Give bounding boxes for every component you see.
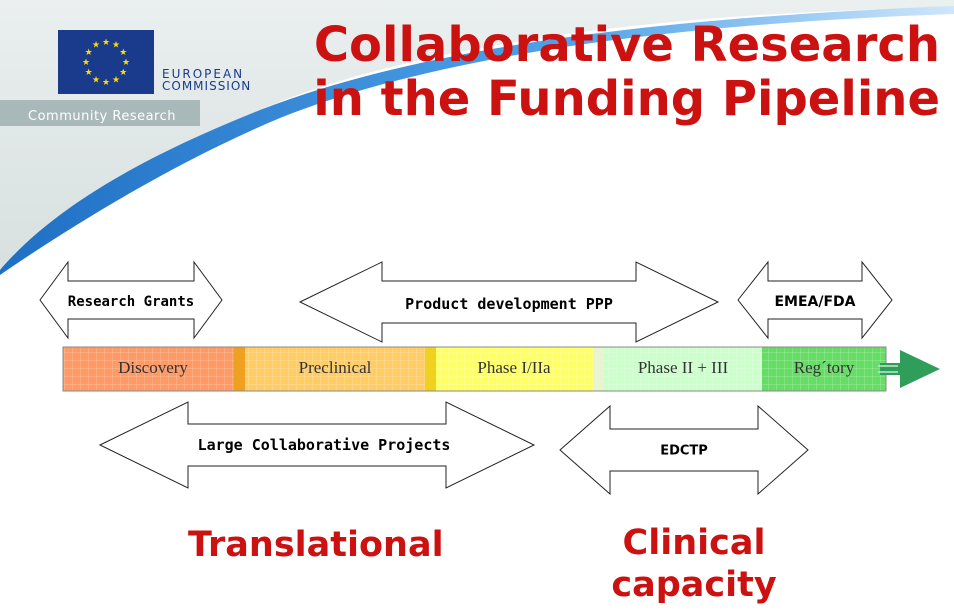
edctp-label: EDCTP [660,443,708,459]
eu-star-icon: ★ [122,58,130,68]
clinical-line-1: Clinical [622,523,766,563]
research-grants-label: Research Grants [67,294,195,310]
eu-star-icon: ★ [92,41,100,51]
eu-star-icon: ★ [85,68,93,78]
research-grants-arrow [39,260,223,340]
pipeline-end-arrow-icon [878,350,940,388]
eu-star-icon: ★ [82,58,90,68]
eu-star-icon: ★ [85,48,93,58]
stage-regulatory-label: Reg´tory [793,358,855,377]
org-line-2: COMMISSION [162,79,252,93]
eu-star-icon: ★ [92,75,100,85]
eu-star-icon: ★ [119,68,127,78]
header-swoosh [0,0,954,275]
product-development-label: Product development PPP [405,295,613,313]
org-subtitle: Community Research [28,109,177,124]
stage-phase2-label: Phase II + III [637,358,729,377]
large-projects-arrow [98,401,536,489]
clinical-capacity-label: Clinical capacity [604,522,784,606]
eu-star-icon: ★ [102,78,110,88]
large-projects-label: Large Collaborative Projects [197,436,451,454]
eu-star-icon: ★ [102,38,110,48]
pipeline-bar [62,346,887,392]
title-line-2: in the Funding Pipeline [313,71,940,127]
slide-title: Collaborative Research in the Funding Pi… [313,18,940,126]
eu-flag-icon: ★★★★★★★★★★★★ [58,30,154,94]
translational-label: Translational [188,525,444,565]
eu-star-icon: ★ [112,41,120,51]
emea-fda-label: EMEA/FDA [774,294,856,310]
edctp-arrow [559,404,809,496]
stage-discovery-label: Discovery [118,358,188,377]
clinical-line-2: capacity [611,565,777,605]
title-line-1: Collaborative Research [313,17,940,73]
eu-star-icon: ★ [112,75,120,85]
emea-fda-arrow [737,260,893,340]
stage-preclinical-label: Preclinical [298,358,372,377]
org-line-1: EUROPEAN [162,67,245,81]
eu-star-icon: ★ [119,48,127,58]
product-development-arrow [298,261,720,343]
org-name: EUROPEAN COMMISSION [162,68,251,92]
stage-phase1-label: Phase I/IIa [477,358,551,377]
